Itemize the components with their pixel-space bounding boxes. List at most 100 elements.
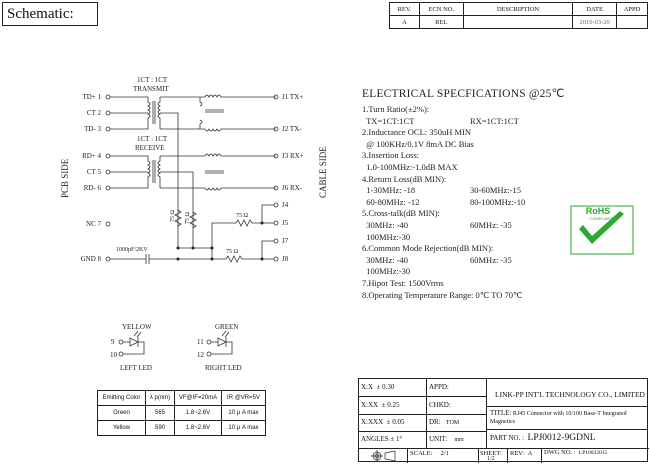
spec-line: 100MHz:-30 [362, 266, 647, 278]
spec-text-secondary: 60MHz: -35 [470, 254, 512, 265]
led-header-ir: IR @VR=5V [221, 390, 266, 406]
spec-line: 6.Common Mode Rejection(dB MIN): [362, 243, 647, 255]
spec-text: 1.Turn Ratio(±2%): [362, 104, 430, 114]
spec-text: 1.0-100MHz:-1.0dB MAX [362, 161, 458, 172]
j4-label: J4 [282, 201, 289, 209]
led-cell: 590 [145, 420, 175, 436]
yellow-led-color: YELLOW [122, 323, 152, 331]
rev: REV: A [510, 450, 533, 457]
spec-text: 100MHz:-30 [362, 231, 411, 242]
spec-text: 1-30MHz: -18 [362, 185, 416, 196]
check-icon [579, 211, 624, 244]
green-led-pin-b: 12 [197, 351, 205, 359]
resistor-r1 [174, 209, 182, 227]
capacitor-label: 1000pF/2KV [116, 247, 148, 253]
spec-text-secondary: 60MHz: -35 [470, 219, 512, 230]
j5-label: J5 [282, 219, 289, 227]
appd-header: APPD [616, 2, 648, 16]
spec-text: @ 100KHz/0.1V 8mA DC Bias [362, 138, 474, 149]
transmit-label: TRANSMIT [133, 85, 170, 93]
table-row: Yellow 590 1.8~2.6V 10 μ A max [97, 420, 266, 436]
led-cell: 1.8~2.6V [174, 405, 222, 421]
rohs-text: RoHS [586, 206, 611, 216]
sheet-value: 1/2 [487, 456, 495, 462]
led-cell: 565 [145, 405, 175, 421]
j6-label: J6 RX- [282, 184, 303, 192]
j2-label: J2 TX- [282, 125, 302, 133]
spec-line: 1-30MHz: -18 30-60MHz:-15 [362, 185, 647, 197]
spec-text-secondary: 30-60MHz:-15 [470, 185, 521, 196]
led-table-header: Emitting Color λ p(nm) VF@IF=20mA IR @VR… [97, 390, 266, 406]
led-cell: Green [97, 405, 146, 421]
spec-text-secondary: 80-100MHz:-10 [470, 196, 526, 207]
spec-line: 8.Operating Temperature Range: 0℃ TO 70℃ [362, 290, 647, 302]
electrical-specifications: ELECTRICAL SPECFICATIONS @25℃ 1.Turn Rat… [362, 86, 647, 301]
spec-line: 5.Cross-talk(dB MIN): [362, 208, 647, 220]
spec-text: 2.Inductance OCL: 350uH MIN [362, 127, 472, 138]
appd-label: APPD: [429, 383, 449, 391]
pcb-side-label: PCB SIDE [60, 158, 70, 198]
pin-8-terminal [105, 256, 111, 262]
spec-line: 100MHz:-30 [362, 232, 647, 244]
led-cell: Yellow [97, 420, 146, 436]
specs-title: ELECTRICAL SPECFICATIONS @25℃ [362, 88, 565, 100]
rohs-badge: RoHS COMPLIANT [570, 205, 634, 255]
spec-text: 6.Common Mode Rejection(dB MIN): [362, 243, 494, 254]
spec-line: @ 100KHz/0.1V 8mA DC Bias [362, 139, 647, 151]
sheet: SHEET: [480, 450, 502, 457]
j1-label: J1 TX+ [282, 93, 303, 101]
spec-line: 7.Hipot Test: 1500Vrms [362, 278, 647, 290]
appd-value [616, 15, 648, 29]
resistor-r3-label: 75 Ω [236, 213, 249, 219]
pin-3-label: TD- 3 [84, 125, 101, 133]
led-cell: 1.8~2.6V [174, 420, 222, 436]
j7-label: J7 [282, 237, 289, 245]
green-led-symbol [206, 330, 233, 357]
left-led-label: LEFT LED [120, 364, 152, 372]
pin-7-label: NC 7 [86, 220, 101, 228]
pin-2-label: CT 2 [87, 109, 102, 117]
j8-terminal [273, 256, 279, 262]
j4-terminal [273, 202, 279, 208]
spec-text-secondary: RX=1CT:1CT [470, 115, 519, 126]
resistor-r4-label: 75 Ω [226, 249, 239, 255]
drawing-title: TITLE: RJ45 Connector with 10/100 Base-T… [490, 409, 627, 425]
description-value [462, 15, 574, 29]
j5-terminal [273, 220, 279, 226]
spec-text: 7.Hipot Test: 1500Vrms [362, 277, 444, 288]
tol-angles: ANGLES ± 1° [361, 435, 403, 443]
chkd-label: CHKD: [429, 401, 451, 409]
junction-dots [176, 221, 264, 261]
right-led-label: RIGHT LED [205, 364, 242, 372]
led-cell: 10 μ A max [221, 405, 266, 421]
spec-text: 3.Insertion Loss: [362, 150, 420, 161]
spec-line: 2.Inductance OCL: 350uH MIN [362, 127, 647, 139]
date-value: 2010-03-20 [572, 15, 618, 29]
drawn-by: DR: TOM [429, 418, 460, 426]
led-table: Emitting Color λ p(nm) VF@IF=20mA IR @VR… [97, 390, 266, 436]
pin-1-terminal [105, 94, 111, 100]
title-block: X:X ± 0.30 X:XX ± 0.25 X:XXX ± 0.05 ANGL… [358, 378, 649, 463]
yellow-led-symbol [118, 330, 145, 357]
cable-side-label: CABLE SIDE [318, 146, 328, 198]
part-number: PART NO. : LPJ0012-9GDNL [490, 433, 596, 443]
tol-xx: X:X ± 0.30 [361, 383, 395, 391]
pin-6-terminal [105, 185, 111, 191]
transmit-transformer [110, 94, 276, 248]
tol-xxxx: X:XXX ± 0.05 [361, 418, 405, 426]
led-header-vf: VF@IF=20mA [174, 390, 222, 406]
resistor-r2 [189, 211, 197, 229]
drawing-number: DWG NO. : LP10032015 [544, 449, 608, 456]
unit: UNIT: mm [429, 435, 464, 443]
yellow-led-pin-b: 10 [110, 351, 118, 359]
transmit-ratio: 1CT : 1CT [137, 76, 168, 84]
j7-terminal [273, 238, 279, 244]
schematic-title: Schematic: [2, 2, 98, 26]
receive-transformer [110, 153, 276, 248]
pin-6-label: RD- 6 [84, 184, 102, 192]
led-header-color: Emitting Color [97, 390, 146, 406]
spec-line: 3.Insertion Loss: [362, 150, 647, 162]
yellow-led-pin-a: 9 [111, 338, 115, 346]
